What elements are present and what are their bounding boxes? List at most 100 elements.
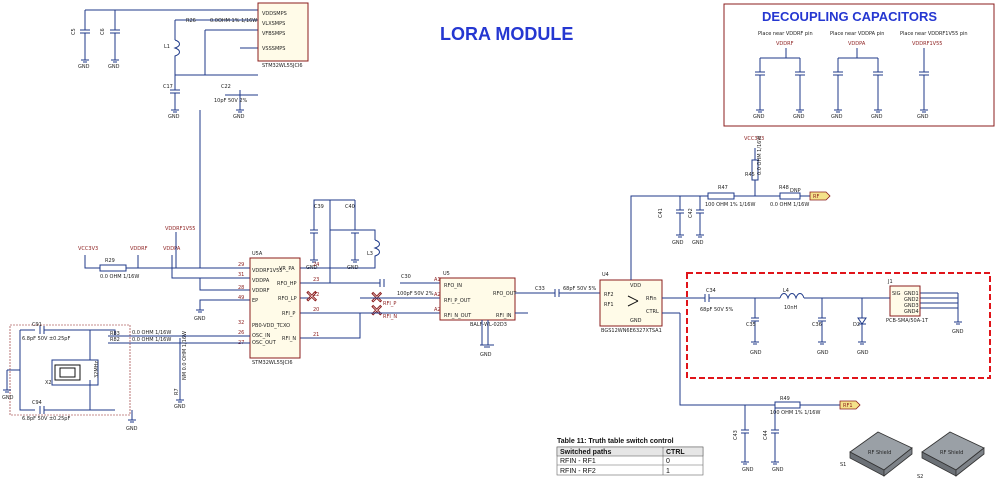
decoupling-caps [755, 48, 929, 113]
u4-switch [599, 279, 663, 327]
u5a-pin-l1: VDDRF1V55 [252, 268, 282, 274]
c43-ref: C43 [733, 430, 739, 440]
decoupling-net-vddrf: VDDRF [776, 41, 794, 47]
u5a-ref: U5A [252, 251, 263, 257]
c34-ref: C34 [706, 288, 716, 294]
j1-connector [889, 285, 921, 317]
vcc3v3-rf-wiring [676, 148, 810, 238]
truth-header-paths: Switched paths [560, 449, 611, 456]
c94-value: 6.8pF 50V ±0.25pF [22, 416, 70, 422]
svg-text:GND: GND [952, 329, 964, 335]
u5a-num-l5: 32 [238, 320, 244, 326]
svg-text:GND: GND [857, 350, 869, 356]
rf-matching-highlight [686, 272, 991, 379]
u5a-pin-r2: RFO_HP [277, 281, 297, 287]
rf-shield-1-label: RF Shield [868, 450, 891, 456]
u5a-part: STM32WL55JCI6 [252, 360, 293, 366]
c91-value: 6.8pF 50V ±0.25pF [22, 336, 70, 342]
c17-ref: C17 [163, 84, 173, 90]
c33-value: 68pF 50V 5% [563, 286, 597, 292]
balun-pin-l1: RFO_IN [444, 283, 462, 289]
balun-pin-r1: RFO_OUT [493, 291, 517, 297]
c-label-top2: C6 [100, 28, 106, 35]
balun-num-2: A2 [434, 292, 441, 298]
svg-text:GND: GND [772, 467, 784, 473]
u5a-pin-l3: VDDRF [252, 288, 270, 294]
u5-smps-pin-2: VLXSMPS [262, 21, 285, 27]
rf-net-tag-text: RF [813, 194, 819, 200]
c-label-rf2: C42 [688, 208, 694, 218]
rf-shield-2-label: RF Shield [940, 450, 963, 456]
svg-text:GND: GND [174, 404, 186, 410]
r83-ref: R83 [110, 331, 120, 337]
u5a-pin-r4: RFI_P [282, 311, 295, 317]
c44-ref: C44 [763, 430, 769, 440]
truth-table [556, 446, 704, 476]
decoupling-net-vddrf1v55: VDDRF1V55 [912, 41, 942, 47]
u5a-num-r3: 22 [313, 292, 319, 298]
net-rfi-n: RFI_N [383, 314, 397, 320]
r45-ref: R45 [745, 172, 755, 178]
x2-value: 32MHz [94, 361, 100, 378]
j1-pin-sig: SIG [892, 291, 901, 297]
svg-text:GND: GND [742, 467, 754, 473]
s2-ref: S2 [917, 474, 923, 479]
decoupling-title: DECOUPLING CAPACITORS [762, 9, 937, 24]
truth-row1-path: RFIN - RF1 [560, 458, 596, 465]
u5a-num-l3: 28 [238, 285, 244, 291]
u5a-num-r4: 20 [313, 307, 319, 313]
r29-value: 0.0 OHM 1/16W [100, 274, 139, 280]
u5a-num-l1: 29 [238, 262, 244, 268]
balun-num-1: A1 [434, 277, 441, 283]
u5-smps-block [257, 2, 309, 62]
svg-text:GND: GND [917, 114, 929, 120]
net-vcc3v3-left: VCC3V3 [78, 246, 98, 252]
u5a-pin-l2: VDDPA [252, 278, 270, 284]
svg-text:GND: GND [168, 114, 180, 120]
smps-wiring [80, 9, 258, 113]
c33-ref: C33 [535, 286, 545, 292]
u5-smps-part: STM32WL55JCI6 [262, 63, 303, 69]
r82-value: 0.0 OHM 1/16W [132, 337, 171, 343]
j1-ref: J1 [887, 279, 893, 285]
j1-pin-gnd4: GND4 [904, 309, 919, 315]
c34-value: 68pF 50V 5% [700, 307, 734, 313]
truth-header-ctrl: CTRL [666, 449, 685, 456]
c30-value: 100pF 50V 2% [397, 291, 434, 297]
j1-pin-gnd3: GND3 [904, 303, 919, 309]
u5a-num-r1: 24 [313, 262, 319, 268]
svg-text:GND: GND [871, 114, 883, 120]
r26-ref: R26 [186, 18, 196, 24]
u5a-chip [249, 257, 301, 359]
rf-net-tag [809, 191, 831, 201]
u5a-num-l4: 49 [238, 295, 244, 301]
u4-pin-rfin: RFin [646, 296, 657, 302]
j1-part: PCB-SMA/50A-1T [886, 318, 929, 324]
r48-value: 0.0 OHM 1/16W [770, 202, 809, 208]
svg-text:GND: GND [753, 114, 765, 120]
svg-text:GND: GND [692, 240, 704, 246]
svg-text:GND: GND [480, 352, 492, 358]
net-rfi-p: RFI_P [383, 301, 396, 307]
balun-pin-l2: RFI_P_OUT [444, 298, 471, 304]
c36-ref: C36 [812, 322, 822, 328]
u4-pin-rf2: RF2 [604, 292, 614, 298]
rfi-wires [360, 297, 440, 314]
rf-shield-1 [849, 431, 913, 477]
d2-ref: D2 [853, 322, 860, 328]
svg-text:GND: GND [126, 426, 138, 432]
l4-ref: L4 [783, 288, 789, 294]
u4-pin-rf1: RF1 [604, 302, 614, 308]
c22-value: 10pF 50V 2% [214, 98, 248, 104]
gnd-lbl-vrpa2: GND [347, 265, 359, 271]
dnp-label: DNP [790, 188, 801, 194]
r49-wiring [720, 401, 840, 465]
u5a-pin-r1: VR_PA [279, 266, 295, 272]
c94-ref: C94 [32, 400, 42, 406]
balun-ref: U5 [443, 271, 450, 277]
u4-vdd: VDD [630, 283, 641, 289]
svg-text:GND: GND [108, 64, 120, 70]
c33-cap [540, 289, 600, 297]
u4-pin-ctrl: CTRL [646, 309, 659, 315]
